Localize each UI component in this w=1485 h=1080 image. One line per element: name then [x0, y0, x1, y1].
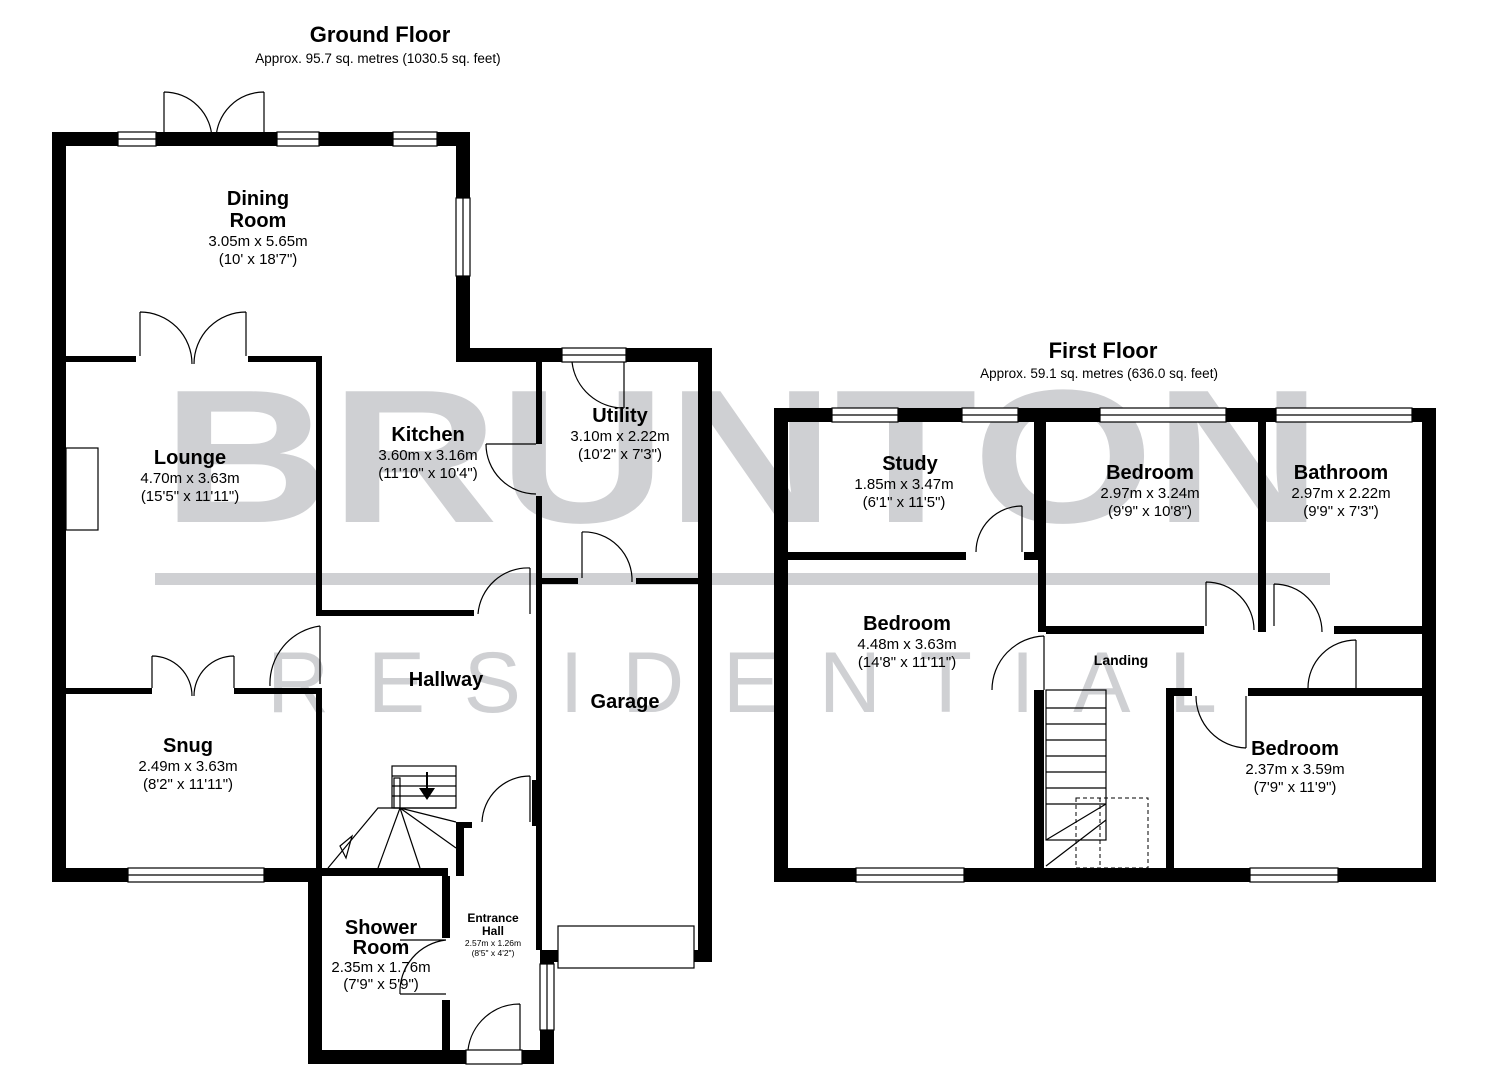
room-bathroom-metric: 2.97m x 2.22m — [1291, 485, 1390, 502]
ground-floor-area: Approx. 95.7 sq. metres (1030.5 sq. feet… — [255, 51, 500, 66]
room-bedroom-top-imperial: (9'9" x 10'8") — [1108, 503, 1192, 520]
room-bedroom-small-imperial: (7'9" x 11'9") — [1254, 779, 1337, 796]
room-landing-name: Landing — [1094, 652, 1148, 668]
room-entrance: Entrance Hall 2.57m x 1.26m (8'5" x 4'2"… — [465, 911, 521, 958]
room-bedroom-small-metric: 2.37m x 3.59m — [1245, 761, 1344, 778]
room-dining-metric: 3.05m x 5.65m — [208, 233, 307, 250]
room-utility-metric: 3.10m x 2.22m — [570, 428, 669, 445]
room-garage-name: Garage — [591, 691, 660, 713]
room-shower-imperial: (7'9" x 5'9") — [343, 976, 419, 993]
room-lounge-imperial: (15'5" x 11'11") — [141, 488, 239, 505]
room-entrance-name-2: Hall — [482, 924, 504, 938]
room-shower: Shower Room 2.35m x 1.76m (7'9" x 5'9") — [331, 917, 430, 993]
room-entrance-metric: 2.57m x 1.26m — [465, 938, 521, 948]
room-bedroom-main-imperial: (14'8" x 11'11") — [858, 654, 956, 671]
first-floor-doors — [975, 505, 1357, 749]
room-lounge-metric: 4.70m x 3.63m — [140, 470, 239, 487]
room-shower-name-1: Shower — [345, 917, 417, 939]
room-dining: Dining Room 3.05m x 5.65m (10' x 18'7") — [208, 188, 307, 268]
watermark-brand: BRUNTON — [162, 351, 1322, 563]
room-lounge-name: Lounge — [154, 447, 226, 469]
first-floor-stairs — [1045, 689, 1149, 869]
room-bedroom-small: Bedroom 2.37m x 3.59m (7'9" x 11'9") — [1245, 738, 1344, 796]
room-utility-imperial: (10'2" x 7'3") — [578, 446, 662, 463]
room-bathroom-imperial: (9'9" x 7'3") — [1303, 503, 1379, 520]
room-shower-name-2: Room — [353, 937, 410, 959]
room-dining-name-1: Dining — [227, 188, 289, 210]
room-bedroom-main: Bedroom 4.48m x 3.63m (14'8" x 11'11") — [857, 613, 956, 671]
room-bedroom-main-name: Bedroom — [863, 613, 951, 635]
room-lounge: Lounge 4.70m x 3.63m (15'5" x 11'11") — [140, 447, 239, 505]
room-bedroom-main-metric: 4.48m x 3.63m — [857, 636, 956, 653]
room-kitchen-imperial: (11'10" x 10'4") — [378, 465, 478, 482]
room-bedroom-top-metric: 2.97m x 3.24m — [1100, 485, 1199, 502]
first-floor-title: First Floor — [1049, 338, 1158, 363]
room-bedroom-small-name: Bedroom — [1251, 738, 1339, 760]
room-entrance-imperial: (8'5" x 4'2") — [472, 948, 515, 958]
ground-floor-doors — [139, 91, 633, 1051]
room-snug-imperial: (8'2" x 11'11") — [143, 776, 233, 793]
ground-floor-windows — [117, 131, 695, 1065]
room-hallway-name: Hallway — [409, 669, 484, 691]
room-study-imperial: (6'1" x 11'5") — [863, 494, 946, 511]
room-entrance-name-1: Entrance — [467, 911, 519, 925]
room-snug-metric: 2.49m x 3.63m — [138, 758, 237, 775]
room-kitchen-metric: 3.60m x 3.16m — [378, 447, 477, 464]
room-shower-metric: 2.35m x 1.76m — [331, 959, 430, 976]
room-study-name: Study — [882, 453, 938, 475]
room-bathroom: Bathroom 2.97m x 2.22m (9'9" x 7'3") — [1291, 462, 1390, 520]
fireplace — [65, 447, 99, 531]
room-utility: Utility 3.10m x 2.22m (10'2" x 7'3") — [570, 405, 669, 463]
first-floor-area: Approx. 59.1 sq. metres (636.0 sq. feet) — [980, 366, 1218, 381]
room-bedroom-top-name: Bedroom — [1106, 462, 1194, 484]
first-floor-windows — [831, 407, 1413, 883]
room-study: Study 1.85m x 3.47m (6'1" x 11'5") — [854, 453, 953, 511]
room-snug: Snug 2.49m x 3.63m (8'2" x 11'11") — [138, 735, 237, 793]
room-dining-imperial: (10' x 18'7") — [219, 251, 298, 268]
room-study-metric: 1.85m x 3.47m — [854, 476, 953, 493]
room-utility-name: Utility — [592, 405, 648, 427]
stair-arrow-icon — [419, 772, 435, 800]
room-kitchen: Kitchen 3.60m x 3.16m (11'10" x 10'4") — [378, 424, 478, 482]
room-bathroom-name: Bathroom — [1294, 462, 1388, 484]
room-kitchen-name: Kitchen — [391, 424, 464, 446]
room-bedroom-top: Bedroom 2.97m x 3.24m (9'9" x 10'8") — [1100, 462, 1199, 520]
watermark-rule — [155, 573, 1330, 585]
room-snug-name: Snug — [163, 735, 213, 757]
ground-floor-title: Ground Floor — [310, 22, 451, 47]
ground-floor-stairs — [327, 765, 457, 869]
room-dining-name-2: Room — [230, 210, 287, 232]
